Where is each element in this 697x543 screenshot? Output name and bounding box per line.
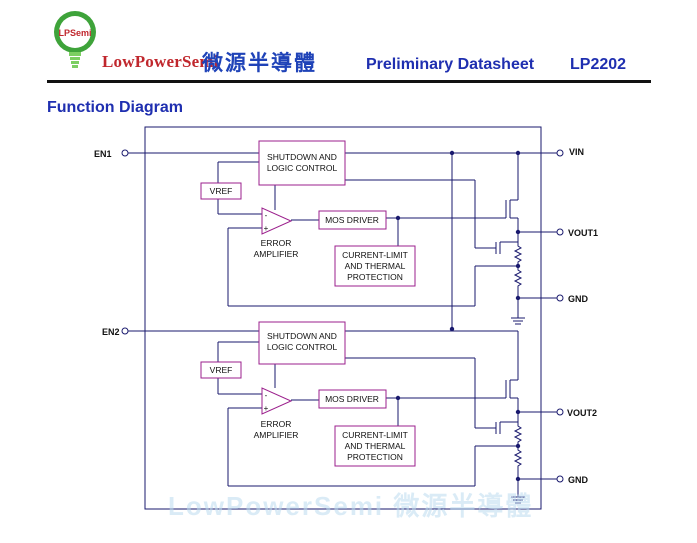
vref-block-2 xyxy=(200,361,242,379)
shutdown-label-1b: LOGIC CONTROL xyxy=(267,163,338,173)
amp-minus-2: - xyxy=(265,391,268,400)
en1-pin xyxy=(121,149,129,157)
mos-driver-label-1: MOS DRIVER xyxy=(325,215,379,225)
vout1-label: VOUT1 xyxy=(568,228,598,238)
company-name: LowPowerSemi xyxy=(102,52,219,71)
gnd1-label: GND xyxy=(568,294,589,304)
chip-outline xyxy=(144,126,542,510)
shutdown-logic-block-1 xyxy=(258,140,346,186)
vout2-pin xyxy=(556,408,564,416)
document-title: Preliminary Datasheet xyxy=(366,56,535,73)
error-amplifier-1 xyxy=(261,207,293,235)
shutdown-label-2b: LOGIC CONTROL xyxy=(267,342,338,352)
shutdown-label-2a: SHUTDOWN AND xyxy=(267,331,337,341)
mos-driver-block-1 xyxy=(318,210,387,230)
shutdown-label-1a: SHUTDOWN AND xyxy=(267,152,337,162)
current-limit-block-2 xyxy=(334,425,416,467)
error-amp-label-2b: AMPLIFIER xyxy=(254,430,299,440)
gnd2-pin xyxy=(556,475,564,483)
error-amplifier-2 xyxy=(261,387,293,415)
current-limit-label-2b: AND THERMAL xyxy=(345,441,406,451)
amp-minus-1: - xyxy=(265,211,268,220)
error-amp-label-2a: ERROR xyxy=(261,419,292,429)
part-number: LP2202 xyxy=(570,56,627,73)
vin-label: VIN xyxy=(569,147,584,157)
vref-label-1: VREF xyxy=(210,186,233,196)
watermark: LowPowerSemi 微源半導體 xyxy=(168,491,534,521)
current-limit-label-2c: PROTECTION xyxy=(347,452,403,462)
mos-driver-block-2 xyxy=(318,389,387,409)
en2-pin xyxy=(121,327,129,335)
en1-label: EN1 xyxy=(94,149,112,159)
current-limit-label-2a: CURRENT-LIMIT xyxy=(342,430,408,440)
current-limit-label-1a: CURRENT-LIMIT xyxy=(342,250,408,260)
company-logo: LPSemi xyxy=(52,10,98,80)
error-amp-label-1a: ERROR xyxy=(261,238,292,248)
vout1-pin xyxy=(556,228,564,236)
error-amp-label-1b: AMPLIFIER xyxy=(254,249,299,259)
header-divider xyxy=(47,80,651,83)
amp-plus-1: + xyxy=(264,224,269,233)
current-limit-block-1 xyxy=(334,245,416,287)
vin-pin xyxy=(556,149,564,157)
vref-block-1 xyxy=(200,182,242,200)
gnd2-label: GND xyxy=(568,475,589,485)
vref-label-2: VREF xyxy=(210,365,233,375)
section-title: Function Diagram xyxy=(47,99,184,116)
amp-plus-2: + xyxy=(264,404,269,413)
shutdown-logic-block-2 xyxy=(258,321,346,365)
company-name-chinese: 微源半導體 xyxy=(202,51,317,75)
logo-text: LPSemi xyxy=(58,28,91,38)
en2-label: EN2 xyxy=(102,327,120,337)
current-limit-label-1b: AND THERMAL xyxy=(345,261,406,271)
gnd1-pin xyxy=(556,294,564,302)
mos-driver-label-2: MOS DRIVER xyxy=(325,394,379,404)
vout2-label: VOUT2 xyxy=(567,408,597,418)
current-limit-label-1c: PROTECTION xyxy=(347,272,403,282)
